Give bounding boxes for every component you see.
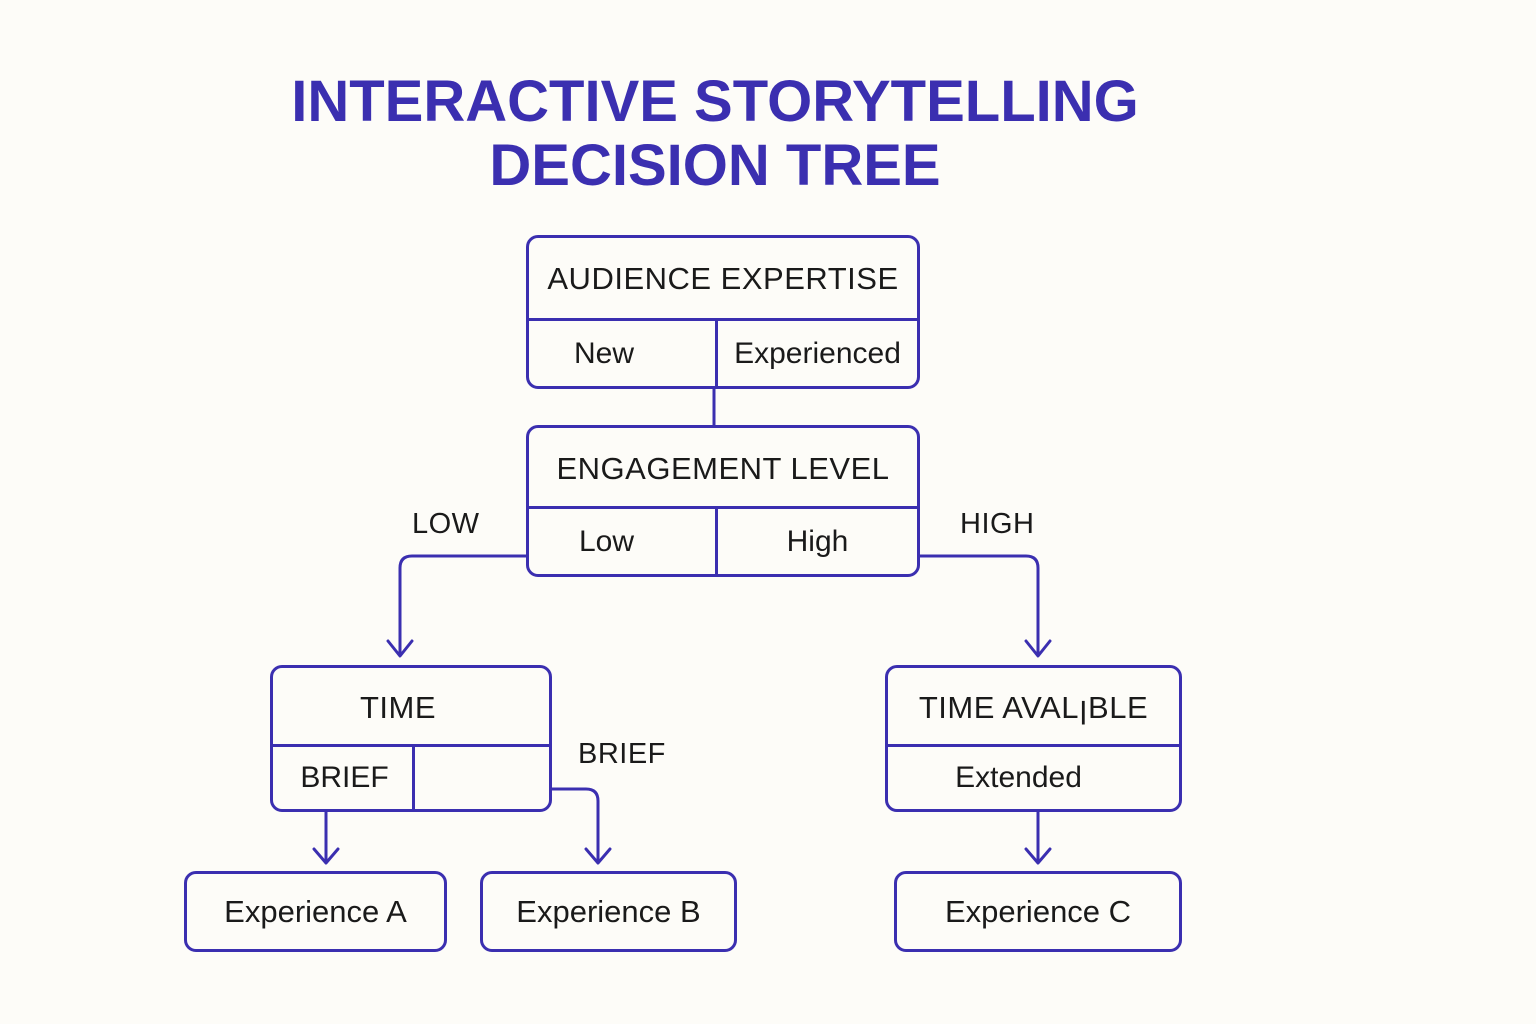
arrowhead-low xyxy=(386,639,414,658)
node-heading: TIME xyxy=(359,690,437,725)
arrowhead-high xyxy=(1024,639,1052,658)
node-heading: ENGAGEMENT LEVEL xyxy=(556,451,890,486)
arrowhead-b xyxy=(584,847,612,865)
outcome-experience-a: Experience A xyxy=(184,871,447,952)
option-extended: Extended xyxy=(955,761,1082,794)
option-divider xyxy=(715,506,718,574)
outcome-experience-c: Experience C xyxy=(894,871,1182,952)
edge-label-low: LOW xyxy=(412,508,480,540)
node-divider xyxy=(529,318,917,321)
connector-time-b xyxy=(549,787,600,864)
connector-high-branch xyxy=(917,554,1040,657)
edge-label-high: HIGH xyxy=(960,508,1035,540)
diagram-title: INTERACTIVE STORYTELLING DECISION TREE xyxy=(0,70,1430,198)
option-low: Low xyxy=(578,524,635,558)
option-high: High xyxy=(786,524,849,558)
node-audience-expertise: AUDIENCE EXPERTISE New Experienced xyxy=(526,235,920,389)
option-new: New xyxy=(573,336,634,370)
node-divider xyxy=(529,506,917,509)
node-time-available: TIME AVALꞁBLE Extended xyxy=(885,665,1182,812)
option-empty xyxy=(415,747,549,809)
edge-label-brief: BRIEF xyxy=(578,738,666,770)
outcome-experience-b: Experience B xyxy=(480,871,737,952)
node-divider xyxy=(273,744,549,747)
node-divider xyxy=(888,744,1179,747)
node-time: TIME BRIEF xyxy=(270,665,552,812)
option-experienced: Experienced xyxy=(734,336,901,370)
arrowhead-c xyxy=(1024,847,1052,865)
arrowhead-a xyxy=(312,847,340,865)
node-engagement-level: ENGAGEMENT LEVEL Low High xyxy=(526,425,920,577)
connector-low-branch xyxy=(398,554,529,657)
node-heading: AUDIENCE EXPERTISE xyxy=(547,261,899,296)
option-divider xyxy=(715,318,718,386)
option-divider xyxy=(412,744,415,809)
title-line-2: DECISION TREE xyxy=(489,133,941,198)
node-heading: TIME AVALꞁBLE xyxy=(918,690,1149,725)
option-brief: BRIEF xyxy=(300,761,389,794)
title-line-1: INTERACTIVE STORYTELLING xyxy=(291,69,1139,134)
